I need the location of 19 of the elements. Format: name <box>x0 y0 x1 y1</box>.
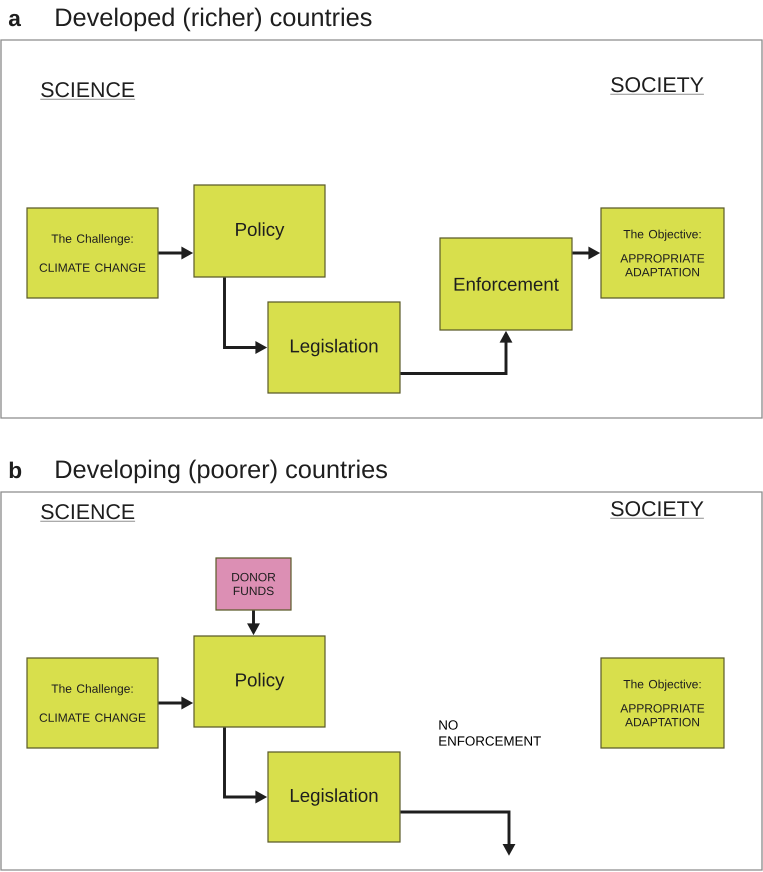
panel-letter: a <box>8 14 22 26</box>
panel-letter: b <box>10 462 22 478</box>
process-box: Policy <box>193 184 326 278</box>
column-heading: SOCIETY <box>610 77 704 94</box>
process-box: Policy <box>193 635 326 728</box>
process-box: Enforcement <box>439 237 573 331</box>
process-box: Legislation <box>267 301 401 394</box>
process-box: The Challenge: CLIMATE CHANGE <box>26 207 159 299</box>
process-box: The Objective: APPROPRIATE ADAPTATION <box>600 207 725 299</box>
panel-title: Developing (poorer) countries <box>56 460 387 484</box>
process-box: The Objective: APPROPRIATE ADAPTATION <box>600 657 725 749</box>
status-note: NO ENFORCEMENT <box>439 720 541 746</box>
process-box: The Challenge: CLIMATE CHANGE <box>26 657 159 749</box>
column-heading: SOCIETY <box>610 501 704 518</box>
column-heading: SCIENCE <box>40 504 136 522</box>
panel-title: Developed (richer) countries <box>56 8 372 32</box>
column-heading: SCIENCE <box>40 82 136 100</box>
funding-box: DONOR FUNDS <box>215 557 292 611</box>
process-box: Legislation <box>267 751 401 843</box>
